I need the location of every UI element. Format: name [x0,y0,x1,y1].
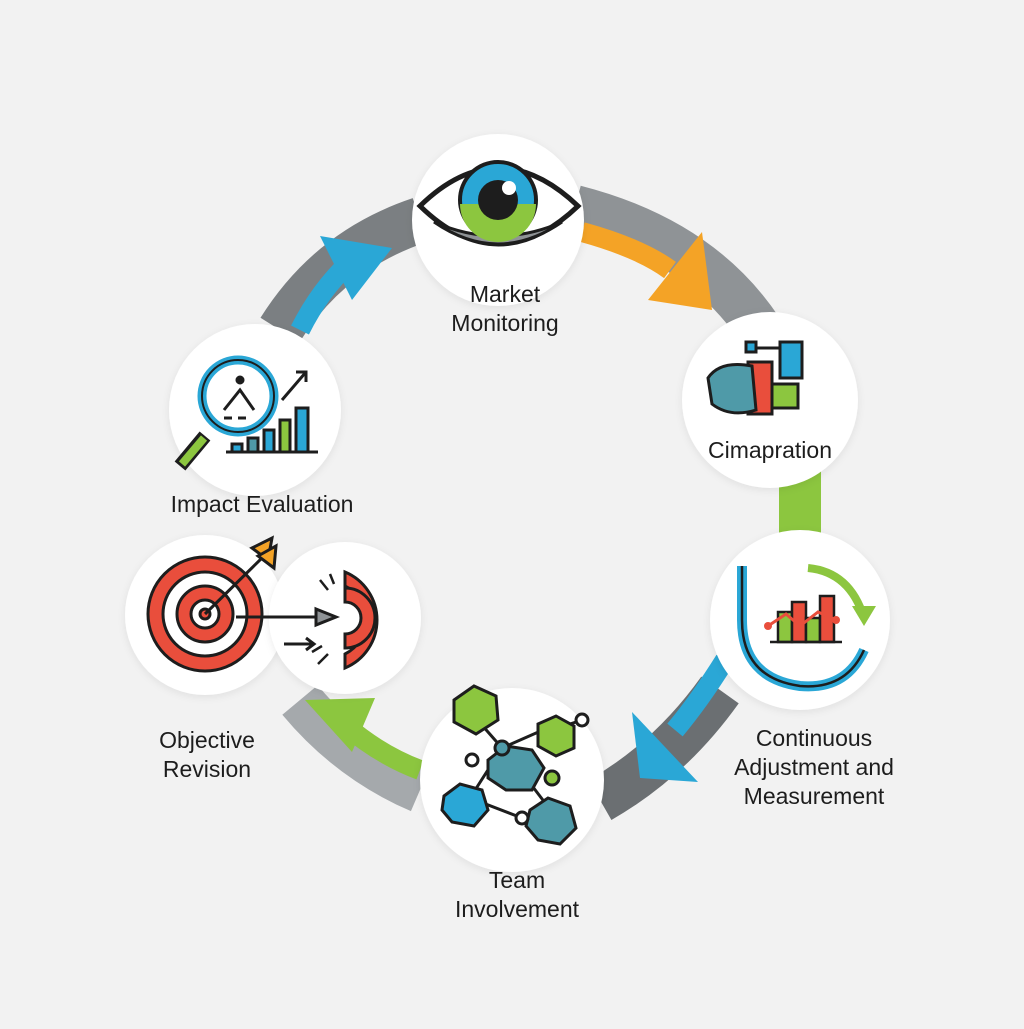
label-cimapration: Cimapration [708,436,832,465]
arrow-blue-left-head [320,236,392,300]
label-line: Adjustment and [734,754,894,780]
label-line: Measurement [743,783,885,809]
ring-segment-top-right [569,185,780,344]
adjustment-chart-icon [737,564,876,692]
arrow-blue-right [667,654,734,737]
magnifier-chart-icon [174,355,318,471]
label-line: Objective [159,727,255,753]
label-line: Team [488,867,546,893]
label-team-involvement: Team Involvement [455,866,579,924]
arrow-orange [579,222,676,279]
label-line: Market [469,281,541,307]
cycle-arrows [291,222,734,782]
node-impact-evaluation [169,324,341,496]
arrow-green-head [305,698,375,752]
network-cubes-icon [440,684,590,846]
node-team-involvement [420,684,604,872]
label-line: Revision [162,756,252,782]
comparison-blocks-icon [706,340,804,416]
label-objective-revision: Objective Revision [159,726,255,784]
label-line: Impact Evaluation [170,491,354,517]
node-market-monitoring [412,134,584,306]
label-line: Cimapration [708,437,832,463]
arrow-blue-right-head [632,712,698,782]
label-market-monitoring: Market Monitoring [451,280,558,338]
label-line: Monitoring [451,310,559,336]
node-cimapration [682,312,858,488]
target-icon [146,535,379,673]
arrow-orange-head [648,232,712,310]
label-continuous-adjustment: Continuous Adjustment and Measurement [734,724,894,811]
eye-icon [416,160,582,247]
ring-segment-bottom-left [282,685,430,812]
label-line: Continuous [755,725,873,751]
node-continuous-adjustment [710,530,890,710]
node-objective-revision [125,535,421,695]
label-line: Involvement [454,896,580,922]
label-impact-evaluation: Impact Evaluation [171,490,354,519]
